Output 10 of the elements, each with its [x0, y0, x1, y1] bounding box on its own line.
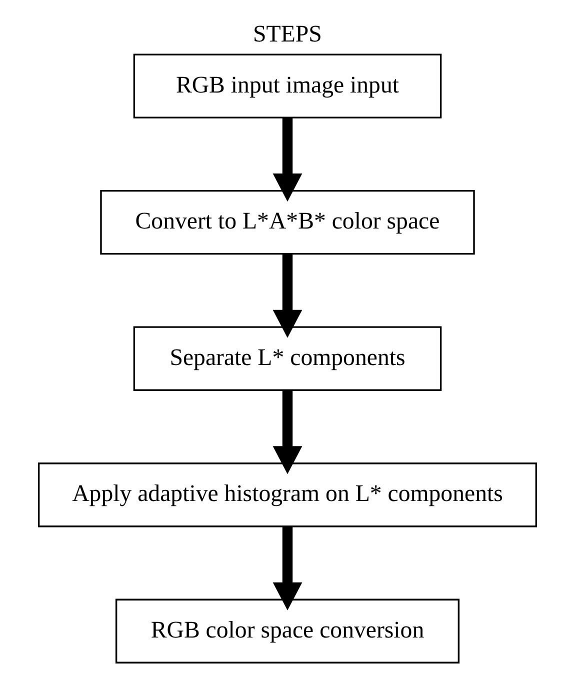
arrow: [272, 118, 302, 202]
arrow: [272, 526, 302, 610]
diagram-title: STEPS: [253, 21, 322, 48]
arrow: [272, 390, 302, 474]
node-box: Separate L* components: [133, 326, 442, 391]
node-box: RGB color space conversion: [115, 598, 460, 664]
node-box: Apply adaptive histogram on L* components: [38, 462, 538, 528]
arrow: [272, 254, 302, 338]
node-box: Convert to L*A*B* color space: [100, 190, 475, 255]
node-box: RGB input image input: [133, 54, 442, 118]
